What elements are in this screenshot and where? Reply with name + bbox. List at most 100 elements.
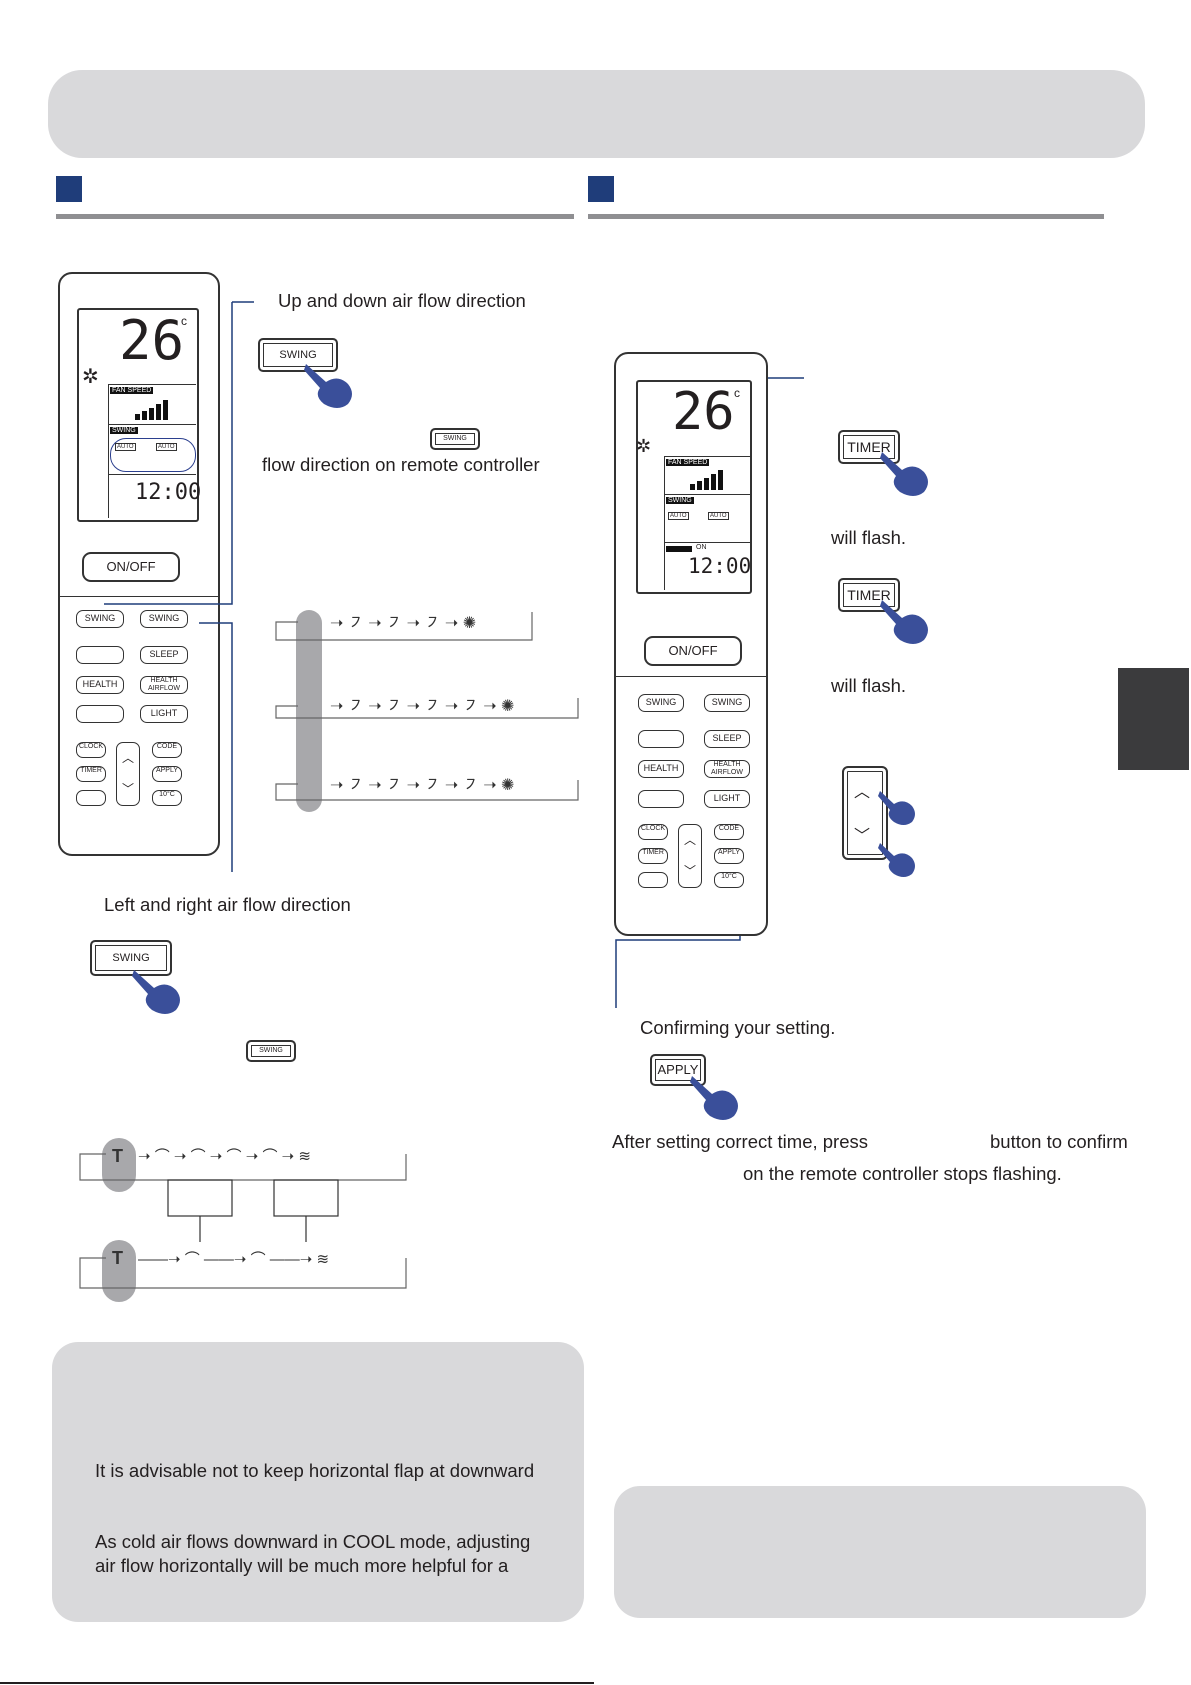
svg-text:——➝ ⌒ ——➝ ⌒ ——➝ ≋: ——➝ ⌒ ——➝ ⌒ ——➝ ≋ bbox=[138, 1251, 329, 1268]
health-button[interactable]: HEALTH bbox=[638, 760, 684, 778]
lcd-clock: 12:00 bbox=[135, 480, 202, 505]
confirm-text-2: on the remote controller stops flashing. bbox=[743, 1163, 1062, 1184]
fan-speed-label: FAN SPEED bbox=[110, 387, 154, 394]
swing-highlight bbox=[110, 438, 196, 472]
on-off-button[interactable]: ON/OFF bbox=[82, 552, 180, 582]
blank-button-1[interactable] bbox=[76, 646, 124, 664]
chapter-tab bbox=[1118, 668, 1189, 770]
timer-on-bar bbox=[666, 546, 692, 552]
health-airflow-button[interactable]: HEALTH AIRFLOW bbox=[140, 676, 188, 694]
clock-button[interactable]: CLOCK bbox=[638, 824, 668, 840]
fan-icon: ✲ bbox=[82, 366, 99, 388]
will-flash-2: will flash. bbox=[831, 675, 907, 696]
remote-controller-left: 26 c ✲ FAN SPEED SWING AUTO AUTO 12:00 O… bbox=[58, 272, 220, 856]
swing-inline-icon-1: SWING bbox=[430, 428, 480, 450]
apply-button[interactable]: APPLY bbox=[714, 848, 744, 864]
ten-degree-button[interactable]: 10°C bbox=[152, 790, 182, 806]
lcd-temperature: 26 bbox=[672, 382, 735, 442]
pointing-hand-icon bbox=[132, 970, 180, 1014]
health-airflow-button[interactable]: HEALTH AIRFLOW bbox=[704, 760, 750, 778]
left-section-rule bbox=[56, 214, 574, 219]
pointing-hand-icon bbox=[880, 600, 928, 644]
note-line-3: air flow horizontally will be much more … bbox=[95, 1555, 509, 1576]
note-line-1: It is advisable not to keep horizontal f… bbox=[95, 1460, 535, 1481]
timer-button[interactable]: TIMER bbox=[638, 848, 668, 864]
svg-text:➝ ㇇ ➝ ㇇ ➝ ㇇ ➝ ㇇ ➝ ✺: ➝ ㇇ ➝ ㇇ ➝ ㇇ ➝ ㇇ ➝ ✺ bbox=[330, 777, 514, 794]
lcd-clock: 12:00 bbox=[688, 554, 752, 578]
svg-text:T: T bbox=[112, 1146, 123, 1166]
bottom-rule bbox=[0, 1682, 594, 1684]
swing-leftright-callout-button: SWING bbox=[90, 940, 172, 976]
pointing-hand-icon bbox=[880, 452, 928, 496]
light-button[interactable]: LIGHT bbox=[704, 790, 750, 808]
right-section-marker bbox=[588, 176, 614, 202]
lcd-display: 26 c ✲ FAN SPEED SWING AUTO AUTO ON 12:0… bbox=[636, 380, 752, 594]
ten-degree-button[interactable]: 10°C bbox=[714, 872, 744, 888]
svg-text:➝ ㇇ ➝ ㇇ ➝ ㇇ ➝ ✺: ➝ ㇇ ➝ ㇇ ➝ ㇇ ➝ ✺ bbox=[330, 615, 476, 632]
up-down-callout-button: ︿ ﹀ bbox=[842, 766, 888, 860]
left-section-marker bbox=[56, 176, 82, 202]
round-button[interactable] bbox=[638, 872, 668, 888]
swing-auto-updown: AUTO bbox=[115, 443, 136, 451]
pointing-hand-icon bbox=[690, 1076, 738, 1120]
round-button[interactable] bbox=[76, 790, 106, 806]
health-button[interactable]: HEALTH bbox=[76, 676, 124, 694]
svg-text:➝ ㇇ ➝ ㇇ ➝ ㇇ ➝ ㇇ ➝ ✺: ➝ ㇇ ➝ ㇇ ➝ ㇇ ➝ ㇇ ➝ ✺ bbox=[330, 698, 514, 715]
lcd-temperature: 26 bbox=[119, 309, 185, 372]
swing-leftright-button[interactable]: SWING bbox=[140, 610, 188, 628]
lcd-display: 26 c ✲ FAN SPEED SWING AUTO AUTO 12:00 bbox=[77, 308, 202, 522]
swing-auto-leftright: AUTO bbox=[156, 443, 177, 451]
lcd-temp-unit: c bbox=[181, 314, 187, 328]
arrow-up-icon[interactable]: ︿ bbox=[121, 751, 134, 765]
up-down-arrow-button[interactable]: ︿ ﹀ bbox=[678, 824, 702, 888]
note-box-left bbox=[52, 1342, 584, 1622]
blank-button-2[interactable] bbox=[76, 705, 124, 723]
arrow-down-icon: ﹀ bbox=[854, 828, 871, 845]
code-button[interactable]: CODE bbox=[152, 742, 182, 758]
confirm-text-1a: After setting correct time, press bbox=[612, 1131, 869, 1152]
right-section-rule bbox=[588, 214, 1104, 219]
timer-on-label: ON bbox=[696, 544, 707, 551]
blank-button-2[interactable] bbox=[638, 790, 684, 808]
swing-inline-icon-2: SWING bbox=[246, 1040, 296, 1062]
lcd-temp-unit: c bbox=[734, 386, 740, 400]
swing-updown-callout-button: SWING bbox=[258, 338, 338, 372]
svg-text:➝ ⌒ ➝ ⌒ ➝ ⌒ ➝ ⌒ ➝ ≋: ➝ ⌒ ➝ ⌒ ➝ ⌒ ➝ ⌒ ➝ ≋ bbox=[138, 1148, 311, 1165]
arrow-down-icon[interactable]: ﹀ bbox=[683, 864, 696, 878]
header-bar bbox=[48, 70, 1145, 158]
note-line-2: As cold air flows downward in COOL mode,… bbox=[95, 1531, 531, 1552]
apply-button[interactable]: APPLY bbox=[152, 766, 182, 782]
up-down-arrow-button[interactable]: ︿ ﹀ bbox=[116, 742, 140, 806]
pointing-hand-icon bbox=[304, 364, 352, 408]
remote-controller-right: 26 c ✲ FAN SPEED SWING AUTO AUTO ON 12:0… bbox=[614, 352, 768, 936]
swing-updown-button[interactable]: SWING bbox=[76, 610, 124, 628]
updown-text: flow direction on remote controller bbox=[262, 454, 540, 475]
note-box-right bbox=[614, 1486, 1146, 1618]
fan-icon: ✲ bbox=[636, 436, 652, 456]
on-off-button[interactable]: ON/OFF bbox=[644, 636, 742, 666]
sleep-button[interactable]: SLEEP bbox=[704, 730, 750, 748]
swing-label: SWING bbox=[110, 427, 138, 434]
timer-callout-button-1: TIMER bbox=[838, 430, 900, 464]
will-flash-1: will flash. bbox=[831, 527, 907, 548]
swing-label: SWING bbox=[666, 497, 694, 504]
timer-button[interactable]: TIMER bbox=[76, 766, 106, 782]
code-button[interactable]: CODE bbox=[714, 824, 744, 840]
swing-leftright-button[interactable]: SWING bbox=[704, 694, 750, 712]
timer-callout-button-2: TIMER bbox=[838, 578, 900, 612]
light-button[interactable]: LIGHT bbox=[140, 705, 188, 723]
fan-speed-bars bbox=[690, 470, 730, 495]
confirm-title: Confirming your setting. bbox=[640, 1017, 836, 1038]
clock-button[interactable]: CLOCK bbox=[76, 742, 106, 758]
sleep-button[interactable]: SLEEP bbox=[140, 646, 188, 664]
arrow-down-icon[interactable]: ﹀ bbox=[121, 782, 134, 796]
swing-updown-button[interactable]: SWING bbox=[638, 694, 684, 712]
svg-text:T: T bbox=[112, 1248, 123, 1268]
swing-auto-updown: AUTO bbox=[668, 512, 689, 520]
blank-button-1[interactable] bbox=[638, 730, 684, 748]
arrow-up-icon[interactable]: ︿ bbox=[683, 833, 696, 847]
arrow-up-icon: ︿ bbox=[854, 784, 871, 801]
swing-auto-leftright: AUTO bbox=[708, 512, 729, 520]
fan-speed-label: FAN SPEED bbox=[666, 459, 710, 466]
